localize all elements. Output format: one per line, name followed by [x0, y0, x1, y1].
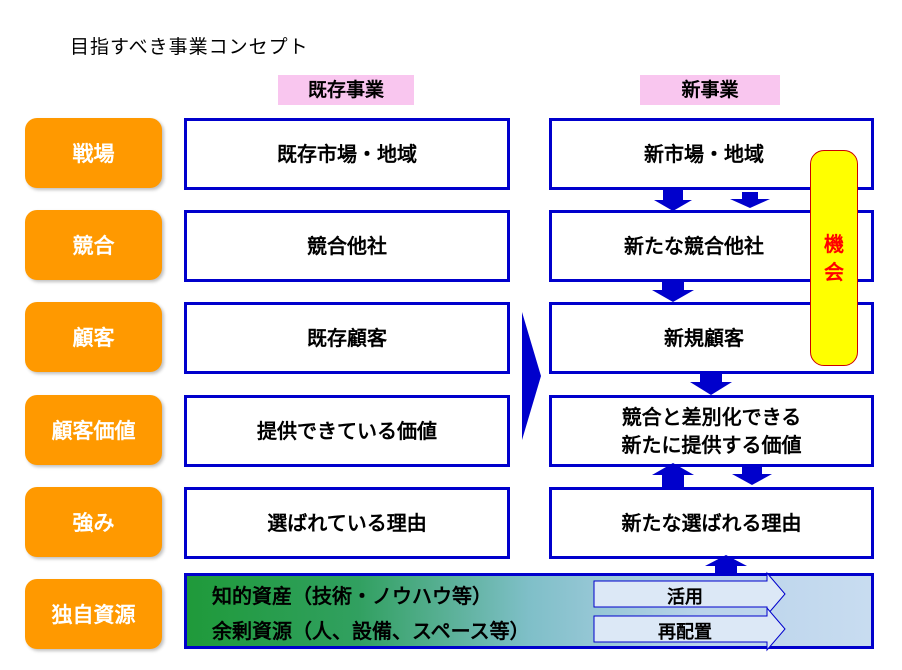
- existing-battlefield-box: 既存市場・地域: [184, 118, 510, 190]
- transition-arrow: [522, 312, 541, 440]
- opportunity-char1: 機: [824, 232, 844, 256]
- down-arrow: [690, 374, 732, 395]
- down-arrow: [654, 190, 692, 211]
- reallocate-arrow-shape: [593, 606, 786, 652]
- down-arrow: [730, 192, 770, 208]
- column-header-new: 新事業: [640, 75, 780, 105]
- row-label-customer-value: 顧客価値: [25, 395, 162, 465]
- new-value-line1: 競合と差別化できる: [621, 405, 802, 429]
- reallocate-arrow-label: 再配置: [658, 622, 712, 643]
- down-arrow: [732, 466, 772, 485]
- opportunity-callout: 機 会: [810, 150, 858, 366]
- row-label-unique-resources: 独自資源: [25, 579, 162, 649]
- new-value-line2: 新たに提供する価値: [621, 433, 802, 457]
- down-arrow: [652, 282, 694, 302]
- existing-customer-box: 既存顧客: [184, 302, 510, 374]
- new-value-box: 競合と差別化できる 新たに提供する価値: [549, 395, 874, 467]
- opportunity-char2: 会: [824, 260, 844, 284]
- surplus-resources-text: 余剰資源（人、設備、スペース等）: [212, 619, 530, 643]
- utilize-arrow-shape: [593, 571, 786, 617]
- existing-competition-box: 競合他社: [184, 210, 510, 282]
- row-label-customer: 顧客: [25, 302, 162, 372]
- intellectual-assets-text: 知的資産（技術・ノウハウ等）: [212, 584, 492, 608]
- page-title: 目指すべき事業コンセプト: [70, 36, 309, 58]
- up-arrow: [652, 463, 694, 487]
- row-label-strength: 強み: [25, 487, 162, 557]
- row-label-competition: 競合: [25, 210, 162, 280]
- existing-strength-box: 選ばれている理由: [184, 487, 510, 559]
- new-strength-box: 新たな選ばれる理由: [549, 487, 874, 559]
- existing-value-box: 提供できている価値: [184, 395, 510, 467]
- column-header-existing: 既存事業: [278, 75, 414, 105]
- row-label-battlefield: 戦場: [25, 118, 162, 188]
- up-arrow: [705, 555, 747, 574]
- utilize-arrow-label: 活用: [667, 587, 703, 608]
